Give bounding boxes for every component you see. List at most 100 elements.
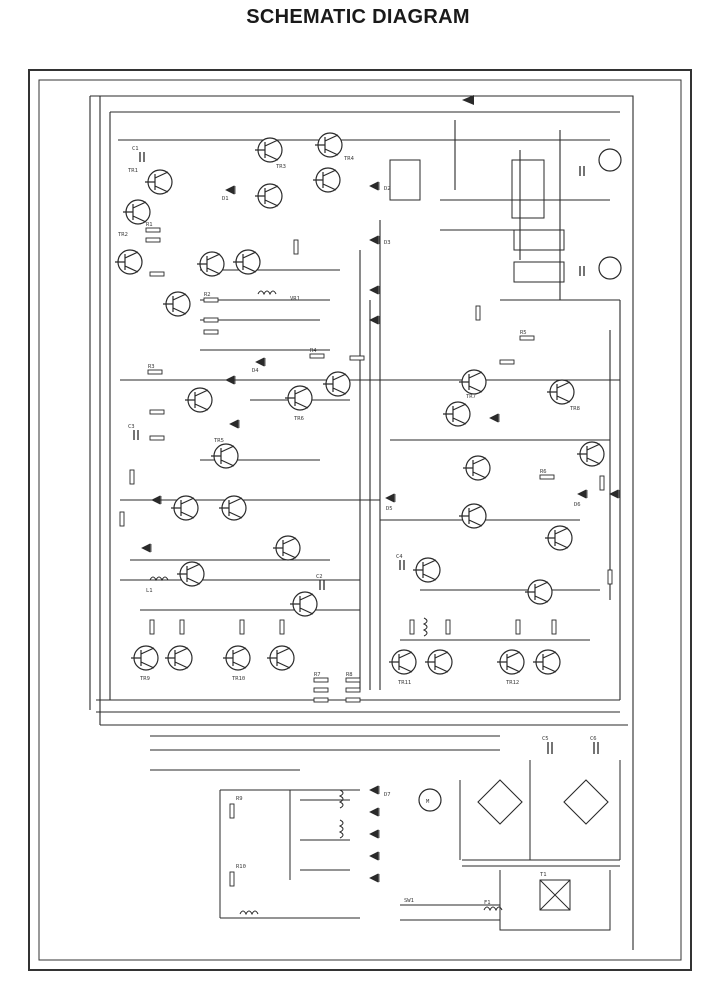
inductor-symbol	[149, 576, 169, 582]
bridge-rectifiers	[477, 779, 609, 825]
lamp-symbol	[598, 256, 622, 280]
resistor-symbol	[349, 355, 365, 361]
component-label: R8	[346, 672, 353, 678]
transistor-symbol	[459, 503, 487, 529]
transistor-symbol	[313, 167, 341, 193]
capacitor-symbol	[319, 580, 325, 590]
component-label: TR4	[344, 156, 355, 162]
component-label: C4	[396, 554, 403, 560]
resistors	[119, 227, 613, 887]
transistor-symbol	[323, 371, 351, 397]
component-label: D5	[386, 506, 393, 512]
resistor-symbol	[149, 271, 165, 277]
capacitor-symbol	[593, 742, 599, 754]
bridge-rectifier	[477, 779, 523, 825]
diode-symbol	[369, 285, 380, 295]
resistor-symbol	[345, 687, 361, 693]
transistor-symbol	[255, 183, 283, 209]
resistor-symbol	[149, 619, 155, 635]
transistor-symbol	[145, 169, 173, 195]
inductor-symbol	[257, 290, 277, 296]
resistor-symbol	[313, 697, 329, 703]
transistor-symbol	[177, 561, 205, 587]
motor-symbol	[418, 788, 442, 812]
ic-chip	[513, 261, 565, 283]
resistor-symbol	[607, 569, 613, 585]
inductor-symbol	[422, 617, 428, 637]
component-label: R10	[236, 864, 246, 870]
component-label: R7	[314, 672, 321, 678]
component-label: C5	[542, 736, 549, 742]
resistor-symbol	[445, 619, 451, 635]
component-label: D7	[384, 792, 391, 798]
component-label: TR11	[398, 680, 411, 686]
diode-symbol	[369, 235, 380, 245]
transistor-symbol	[525, 579, 553, 605]
transistor-symbol	[267, 645, 295, 671]
inductor-symbol	[338, 789, 344, 809]
component-label: SW1	[404, 898, 414, 904]
component-label: D2	[384, 186, 391, 192]
transistor-symbol	[443, 401, 471, 427]
component-label: TR8	[570, 406, 580, 412]
transistor-symbol	[463, 455, 491, 481]
transistor-symbol	[425, 649, 453, 675]
transistor-symbol	[315, 132, 343, 158]
outer-frame	[28, 69, 692, 971]
component-label: R9	[236, 796, 243, 802]
component-label: L1	[146, 588, 153, 594]
component-label: R4	[310, 348, 317, 354]
resistor-symbol	[239, 619, 245, 635]
component-label: TR6	[294, 416, 304, 422]
component-label: TR9	[140, 676, 150, 682]
component-labels: TR1 TR2 TR3 TR4 TR5 TR6 TR7 TR8 TR9 TR10…	[118, 146, 597, 906]
diode-symbol	[489, 413, 500, 423]
resistor-symbol	[279, 619, 285, 635]
resistor-symbol	[179, 619, 185, 635]
resistor-symbol	[129, 469, 135, 485]
component-label: R3	[148, 364, 155, 370]
component-label: TR1	[128, 168, 138, 174]
component-label: C2	[316, 574, 323, 580]
resistor-symbol	[515, 619, 521, 635]
transistor-symbol	[163, 291, 191, 317]
resistor-symbol	[203, 297, 219, 303]
resistor-symbol	[599, 475, 605, 491]
component-label: C1	[132, 146, 139, 152]
ic-chip	[513, 229, 565, 251]
capacitor-symbol	[579, 166, 585, 176]
resistor-symbol	[149, 409, 165, 415]
diode-symbol	[385, 493, 396, 503]
inductor-symbol	[338, 819, 344, 839]
component-label: TR2	[118, 232, 128, 238]
transistor-symbol	[497, 649, 525, 675]
inductor-symbol	[483, 906, 503, 912]
component-label: TR7	[466, 394, 476, 400]
diode-symbol	[255, 357, 266, 367]
ic-blocks	[389, 159, 565, 283]
component-label: R1	[146, 222, 153, 228]
transistors	[115, 132, 605, 675]
resistor-symbol	[149, 435, 165, 441]
resistor-symbol	[519, 335, 535, 341]
resistor-symbol	[309, 353, 325, 359]
transistor-symbol	[223, 645, 251, 671]
transistor-symbol	[211, 443, 239, 469]
diode-symbol	[369, 829, 380, 839]
component-label: D1	[222, 196, 229, 202]
capacitor-symbol	[139, 152, 145, 162]
transformer	[462, 859, 620, 931]
ic-chip	[511, 159, 545, 219]
component-label: C3	[128, 424, 135, 430]
diode-symbol	[369, 851, 380, 861]
diode-symbol	[225, 185, 236, 195]
transistor-symbol	[290, 591, 318, 617]
transistor-symbol	[413, 557, 441, 583]
resistor-symbol	[229, 871, 235, 887]
diode-symbol	[229, 419, 240, 429]
resistor-symbol	[313, 687, 329, 693]
diode-symbol	[141, 543, 152, 553]
capacitor-symbol	[547, 742, 553, 754]
component-label: M	[426, 799, 430, 805]
